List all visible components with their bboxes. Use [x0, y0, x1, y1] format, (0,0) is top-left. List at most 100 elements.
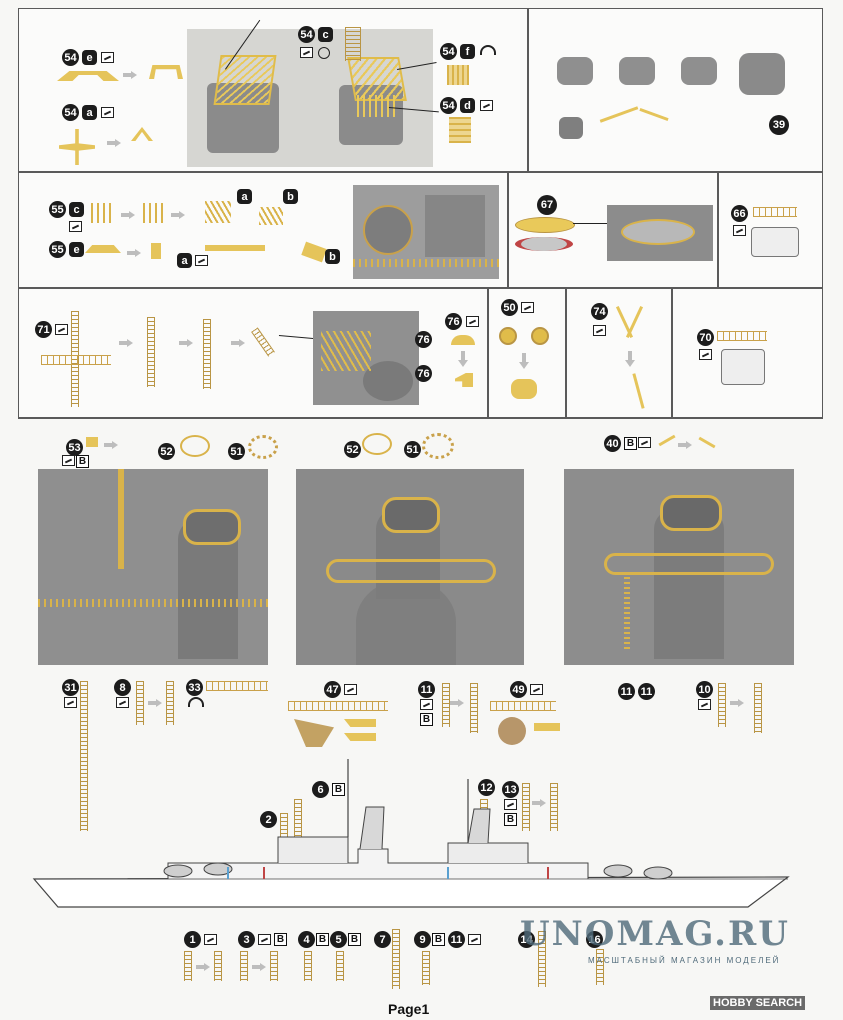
arrow-icon	[678, 441, 692, 449]
drawing-66	[751, 227, 799, 257]
step-54e-letter: e	[82, 50, 97, 65]
part-10-folded	[754, 683, 762, 733]
part-55ab	[259, 207, 283, 225]
step-5-number: 5	[330, 931, 347, 948]
part-70	[717, 331, 767, 341]
photo-funnel-middle	[296, 469, 524, 665]
step-54a-letter: a	[82, 105, 97, 120]
part-1-folded	[214, 951, 222, 981]
boat-brass	[515, 217, 575, 233]
bend-tool-icon	[504, 799, 517, 810]
bend-tool-icon	[300, 47, 313, 58]
step-74-number: 74	[591, 303, 608, 320]
part-rods	[639, 107, 669, 122]
step-14-number: 14	[518, 931, 535, 948]
step-55c-letter: c	[69, 202, 84, 217]
part-71-rail	[41, 355, 111, 365]
panel-step-54: 54 e 54 a 54 c 54 f 54 d	[18, 8, 528, 172]
part-6	[294, 799, 302, 841]
bend-tool-icon	[698, 699, 711, 710]
part-55c-folded	[143, 203, 163, 223]
panel-step-39: 39	[528, 8, 823, 172]
part-50-discs	[499, 327, 517, 345]
step-1-number: 1	[184, 931, 201, 948]
down-arrow-icon	[625, 351, 635, 367]
step-52a-number: 52	[158, 443, 175, 460]
step-39-number: 39	[769, 115, 789, 135]
step-55b-top: b	[283, 189, 298, 204]
part-55b	[301, 241, 327, 263]
step-11b-number: 11	[618, 683, 635, 700]
step-54c-number: 54	[298, 26, 315, 43]
step-76b-number: 76	[415, 365, 432, 382]
part-76	[451, 335, 475, 345]
step-54c-letter: c	[318, 27, 333, 42]
step-33-number: 33	[186, 679, 203, 696]
step-47-number: 47	[324, 681, 341, 698]
arrow-icon	[127, 249, 141, 257]
bend-tool-icon	[116, 697, 129, 708]
part-13	[522, 783, 530, 831]
panel-step-70: 70	[672, 288, 823, 418]
part-55e	[85, 245, 121, 253]
step-3-number: 3	[238, 931, 255, 948]
part-74	[625, 305, 644, 339]
photo-step-67	[607, 205, 713, 261]
part-54d	[449, 117, 471, 143]
part-71-step3	[203, 319, 211, 389]
step-50-number: 50	[501, 299, 518, 316]
part-55-assembly	[205, 201, 231, 223]
step-53-letter: B	[76, 455, 89, 468]
photo-funnel-left	[38, 469, 268, 665]
part-11	[442, 683, 450, 727]
step-4-letter: B	[316, 933, 329, 946]
part-71-step2	[147, 317, 155, 387]
photo-step-55	[353, 185, 499, 279]
part-52-ring	[180, 435, 210, 457]
part-55-gun	[205, 245, 265, 251]
boat-grey	[515, 237, 573, 251]
part-55c	[91, 203, 113, 223]
part-rods	[599, 106, 639, 123]
arrow-icon	[252, 963, 266, 971]
step-54f-number: 54	[440, 43, 457, 60]
part-54a-flat	[59, 129, 95, 165]
step-76-number: 76	[445, 313, 462, 330]
source-watermark: HOBBY SEARCH	[710, 996, 806, 1010]
step-54a-number: 54	[62, 104, 79, 121]
bend-tool-icon	[733, 225, 746, 236]
part-14	[538, 931, 546, 987]
part-55e-folded	[151, 243, 161, 259]
arrow-icon	[104, 441, 118, 449]
arrow-icon	[450, 699, 464, 707]
part-53	[86, 437, 98, 447]
step-53-number: 53	[66, 439, 83, 456]
part-51b-ring	[422, 433, 454, 459]
leader-line	[573, 223, 607, 224]
part-47-strip	[344, 719, 376, 727]
part-8-folded	[166, 681, 174, 725]
bend-tool-icon	[420, 699, 433, 710]
bend-tool-icon	[530, 684, 543, 695]
arrow-icon	[179, 339, 193, 347]
step-12-number: 12	[478, 779, 495, 796]
panel-step-66: 66	[718, 172, 823, 288]
step-40-letter: B	[624, 437, 637, 450]
panel-step-67: 67	[508, 172, 718, 288]
down-arrow-icon	[519, 353, 529, 369]
part-54e-folded	[149, 65, 183, 79]
bend-tool-icon	[699, 349, 712, 360]
photo-step-71	[313, 311, 419, 405]
down-arrow-icon	[458, 351, 468, 367]
step-16-number: 16	[586, 931, 603, 948]
part-16	[596, 949, 604, 985]
step-6-letter: B	[332, 783, 345, 796]
step-52b-number: 52	[344, 441, 361, 458]
step-2-number: 2	[260, 811, 277, 828]
arrow-icon	[107, 139, 121, 147]
bend-tool-icon	[480, 100, 493, 111]
part-52b-ring	[362, 433, 392, 455]
part-76-folded	[455, 373, 473, 387]
part-4	[304, 951, 312, 981]
